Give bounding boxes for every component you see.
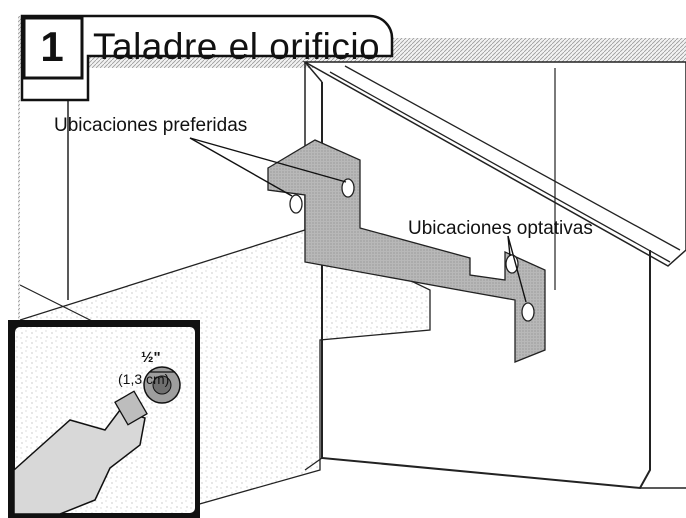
scene — [20, 61, 686, 518]
step-title: Taladre el orificio — [93, 26, 381, 67]
step-number-box — [22, 16, 84, 80]
mounting-bracket — [267, 139, 546, 363]
leader-preferred-1 — [189, 137, 293, 197]
leader-optional-2 — [507, 235, 527, 303]
hole-preferred-left — [289, 194, 303, 214]
hole-preferred-right — [341, 178, 355, 198]
callout-preferred-locations: Ubicaciones preferidas — [54, 115, 248, 136]
bit-size-fraction: ½" — [141, 349, 161, 366]
drill-icon — [13, 409, 146, 515]
hole-optional-lower — [521, 302, 535, 322]
leader-preferred-2 — [189, 137, 347, 183]
callout-optional-locations: Ubicaciones optativas — [408, 218, 593, 239]
bit-size-metric: (1,3 cm) — [118, 371, 170, 387]
step-number: 1 — [40, 23, 64, 70]
step-header-tab — [20, 14, 394, 102]
drill-inset — [8, 320, 200, 518]
